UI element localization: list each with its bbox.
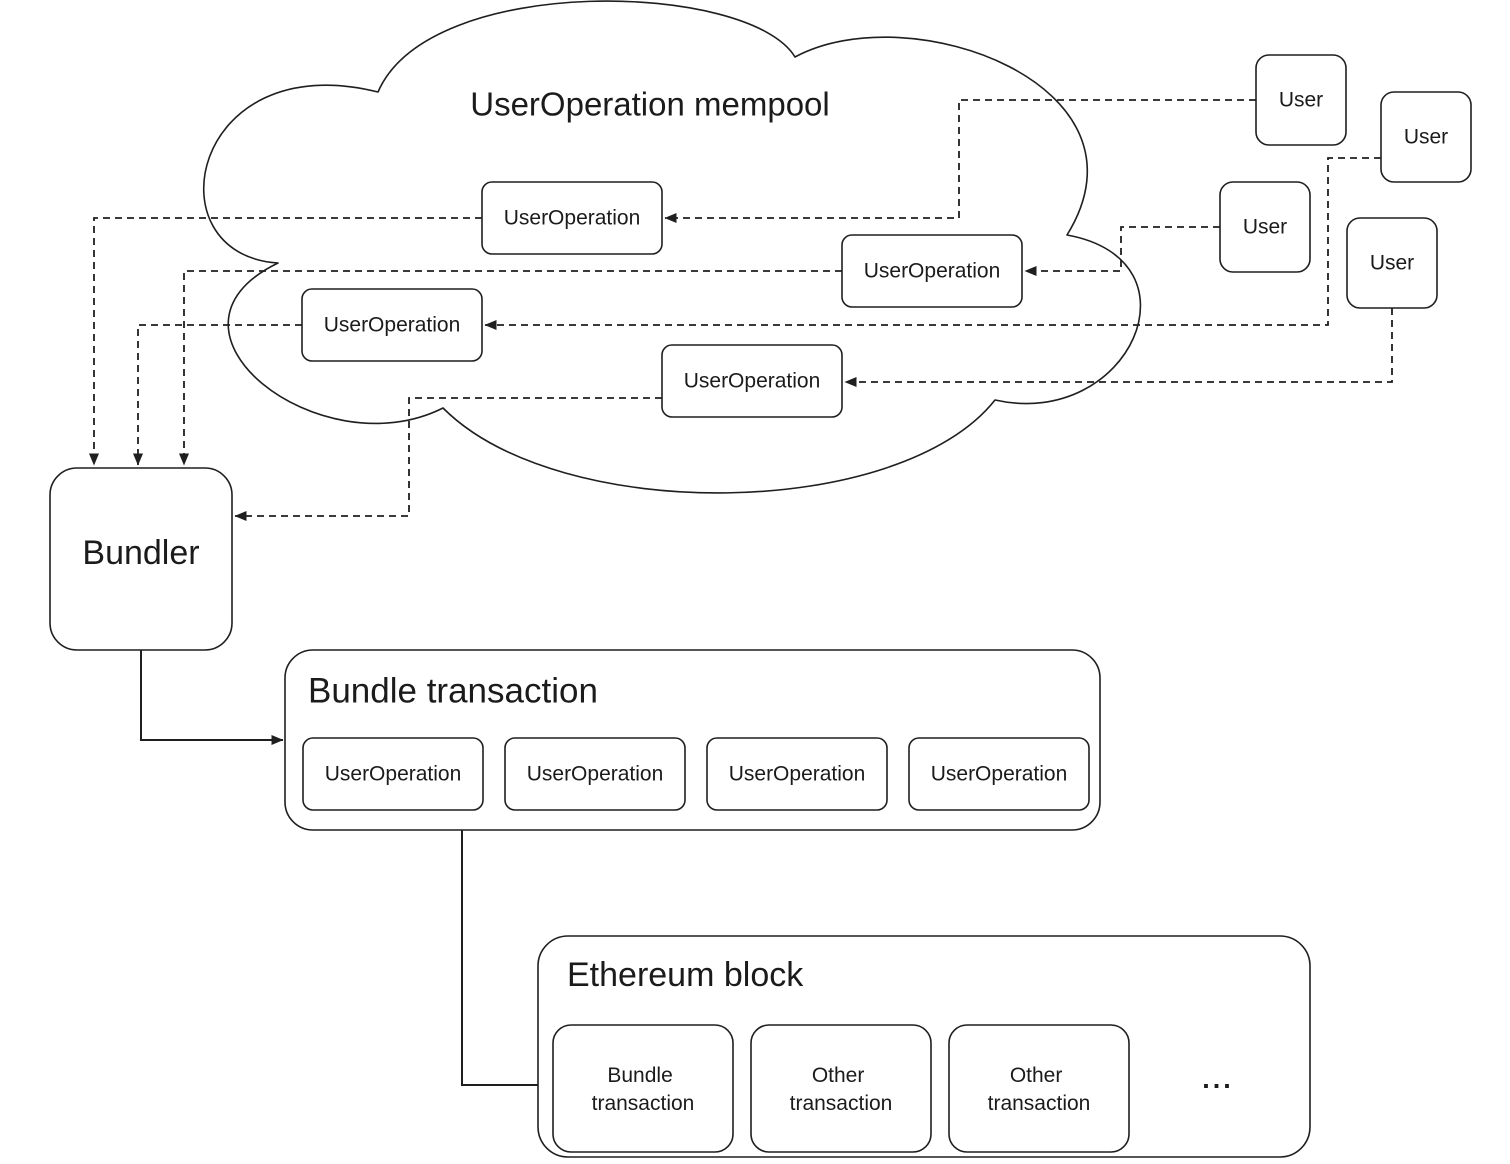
user-box-4 <box>1346 217 1438 309</box>
ethereum-block-title: Ethereum block <box>567 956 804 994</box>
ethereum-other-transaction-box-2 <box>948 1024 1130 1153</box>
bundler-label: Bundler <box>82 534 199 572</box>
edge-user3-to-useroperation2 <box>1024 226 1220 276</box>
mempool-useroperation-box-3 <box>301 288 483 362</box>
mempool-useroperation-box-2 <box>841 234 1023 308</box>
bundle-useroperation-box-2 <box>504 737 686 811</box>
bundle-transaction-container: Bundle transaction UserOperation UserOpe… <box>284 649 1101 831</box>
bundle-transaction-box <box>284 649 1101 831</box>
edge-user1-to-useroperation1 <box>664 99 1256 223</box>
ethereum-more-transactions-ellipsis: ... <box>1202 1064 1234 1094</box>
user-label-3: User <box>1243 216 1287 239</box>
mempool-useroperation-label-1: UserOperation <box>504 207 641 230</box>
user-label-2: User <box>1404 126 1448 149</box>
bundle-useroperation-label-2: UserOperation <box>527 763 664 786</box>
ethereum-other-transaction-box-1 <box>750 1024 932 1153</box>
user-nodes: User User User User <box>1219 54 1472 309</box>
edge-user4-to-useroperation4 <box>844 308 1393 387</box>
mempool-useroperation-box-1 <box>481 181 663 255</box>
bundle-useroperation-box-4 <box>908 737 1090 811</box>
bundle-useroperation-label-1: UserOperation <box>325 763 462 786</box>
user-label-1: User <box>1279 89 1323 112</box>
ethereum-other-transaction-label-2: Other transaction <box>988 1064 1091 1115</box>
mempool-useroperation-label-2: UserOperation <box>864 260 1001 283</box>
edge-bundle-transaction-to-ethereum-block <box>461 830 552 1090</box>
bundle-useroperation-label-3: UserOperation <box>729 763 866 786</box>
user-box-3 <box>1219 181 1311 273</box>
edge-bundler-to-bundle-transaction <box>140 650 284 745</box>
bundle-useroperation-box-1 <box>302 737 484 811</box>
bundler-node: Bundler <box>49 467 233 651</box>
edge-useroperation4-to-bundler <box>234 397 662 521</box>
edge-useroperation1-to-bundler <box>89 217 482 466</box>
bundle-transaction-title: Bundle transaction <box>308 672 598 711</box>
bundle-useroperation-box-3 <box>706 737 888 811</box>
user-box-2 <box>1380 91 1472 183</box>
mempool-title: UserOperation mempool <box>470 86 830 123</box>
mempool-useroperation-label-4: UserOperation <box>684 370 821 393</box>
bundle-useroperation-label-4: UserOperation <box>931 763 1068 786</box>
user-box-1 <box>1255 54 1347 146</box>
ethereum-bundle-transaction-box <box>552 1024 734 1153</box>
mempool-nodes: UserOperation UserOperation UserOperatio… <box>301 181 1023 418</box>
mempool-useroperation-label-3: UserOperation <box>324 314 461 337</box>
ethereum-bundle-transaction-label: Bundle transaction <box>592 1064 695 1115</box>
ethereum-block-container: Ethereum block Bundle transaction Other … <box>537 935 1311 1158</box>
edge-user2-to-useroperation3 <box>484 157 1381 330</box>
mempool-cloud <box>203 0 1142 494</box>
user-label-4: User <box>1370 252 1414 275</box>
edge-useroperation2-to-bundler <box>179 270 842 466</box>
edge-useroperation3-to-bundler <box>133 324 302 466</box>
ethereum-other-transaction-label-1: Other transaction <box>790 1064 893 1115</box>
mempool-useroperation-box-4 <box>661 344 843 418</box>
bundler-box <box>49 467 233 651</box>
edges-layer <box>89 99 1393 1090</box>
